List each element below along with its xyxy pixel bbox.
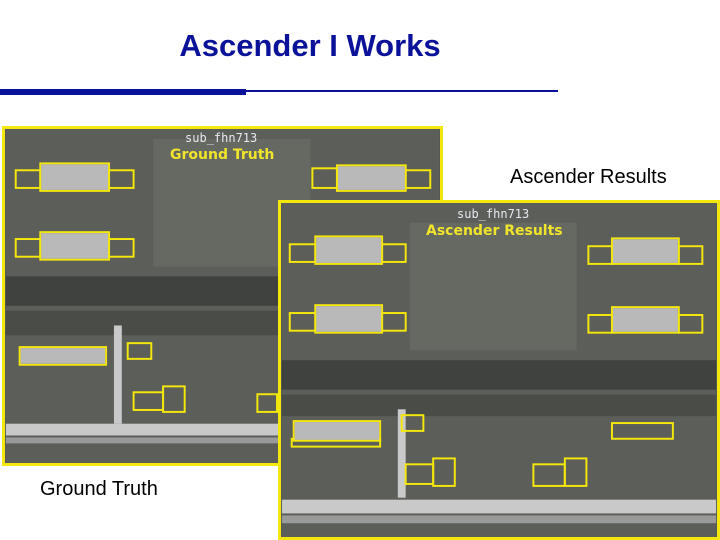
gt-site-label: sub_fhn713 bbox=[185, 131, 258, 145]
title-underline-thick bbox=[0, 89, 246, 95]
gt-overlay-title: Ground Truth bbox=[170, 147, 275, 163]
title-underline-thin bbox=[246, 90, 558, 92]
ar-overlay-title: Ascender Results bbox=[426, 223, 563, 239]
ascender-results-caption: Ascender Results bbox=[510, 166, 667, 188]
ascender-results-image: sub_fhn713 Ascender Results bbox=[278, 200, 720, 540]
ground-truth-caption-area bbox=[4, 466, 278, 538]
ascender-results-aerial bbox=[281, 203, 717, 537]
slide-title: Ascender I Works bbox=[179, 28, 441, 63]
ar-site-label: sub_fhn713 bbox=[457, 207, 530, 221]
ground-truth-caption: Ground Truth bbox=[40, 478, 158, 500]
